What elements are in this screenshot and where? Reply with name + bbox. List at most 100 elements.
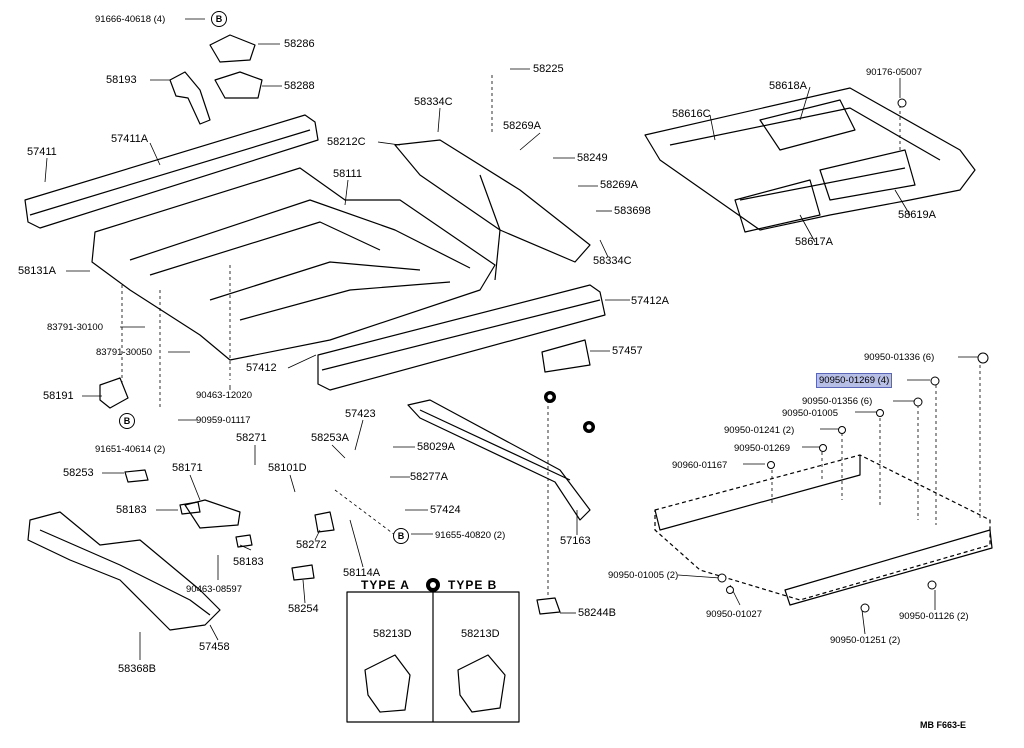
label-58271[interactable]: 58271 <box>236 432 267 444</box>
label-57411a[interactable]: 57411A <box>111 133 149 145</box>
label-58191[interactable]: 58191 <box>43 390 74 402</box>
label-90960-01167[interactable]: 90960-01167 <box>672 460 728 471</box>
label-91666-40618[interactable]: 91666-40618 (4) <box>95 14 166 25</box>
label-90950-01241[interactable]: 90950-01241 (2) <box>724 425 795 436</box>
part-58618a <box>759 99 856 151</box>
fastener-90950-01269 <box>930 376 940 386</box>
label-58244b[interactable]: 58244B <box>578 607 616 619</box>
label-83791-30050[interactable]: 83791-30050 <box>96 347 152 358</box>
label-58334c-top[interactable]: 58334C <box>414 96 453 108</box>
label-58183-b[interactable]: 58183 <box>233 556 264 568</box>
panel-lower-right <box>654 454 991 601</box>
label-58617a[interactable]: 58617A <box>795 236 833 248</box>
fastener-90950-01336 <box>977 352 989 364</box>
label-58269a-1[interactable]: 58269A <box>503 120 541 132</box>
label-58183-a[interactable]: 58183 <box>116 504 147 516</box>
label-58213d-a[interactable]: 58213D <box>373 628 412 640</box>
label-57412a[interactable]: 57412A <box>631 295 669 307</box>
label-57457[interactable]: 57457 <box>612 345 643 357</box>
label-90463-08597[interactable]: 90463-08597 <box>186 584 242 595</box>
label-57163[interactable]: 57163 <box>560 535 591 547</box>
label-91655-40820[interactable]: 91655-40820 (2) <box>435 530 506 541</box>
label-58171[interactable]: 58171 <box>172 462 203 474</box>
label-58619a[interactable]: 58619A <box>898 209 936 221</box>
fastener-90960-01167 <box>767 461 775 469</box>
rail-57412a <box>317 284 606 391</box>
part-57457 <box>541 339 591 373</box>
label-57411[interactable]: 57411 <box>27 146 57 158</box>
rail-57411a <box>24 114 319 229</box>
fastener-90950-01251 <box>860 603 870 613</box>
label-58029a[interactable]: 58029A <box>417 441 455 453</box>
label-58618a[interactable]: 58618A <box>769 80 807 92</box>
fastener-90950-01005 <box>876 409 884 417</box>
floor-58616c <box>644 87 976 231</box>
part-58619a <box>819 149 916 201</box>
label-58212c[interactable]: 58212C <box>327 136 366 148</box>
label-58369b[interactable]: 583698 <box>614 205 651 217</box>
label-57458[interactable]: 57458 <box>199 641 230 653</box>
fastener-90950-01027 <box>726 586 734 594</box>
label-58213d-b[interactable]: 58213D <box>461 628 500 640</box>
label-58286[interactable]: 58286 <box>284 38 315 50</box>
fastener-90950-01269-b <box>819 444 827 452</box>
part-58191 <box>99 377 129 409</box>
member-57163 <box>407 399 591 521</box>
part-58617a <box>734 179 821 233</box>
label-90950-01336[interactable]: 90950-01336 (6) <box>864 352 935 363</box>
label-58225[interactable]: 58225 <box>533 63 564 75</box>
part-58288 <box>214 71 263 99</box>
label-58254[interactable]: 58254 <box>288 603 319 615</box>
label-58288[interactable]: 58288 <box>284 80 315 92</box>
circle-b-symbol: B <box>393 528 409 544</box>
label-58114a[interactable]: 58114A <box>343 567 381 579</box>
label-83791-30100[interactable]: 83791-30100 <box>47 322 103 333</box>
label-58253a[interactable]: 58253A <box>311 432 349 444</box>
label-90950-01005-a[interactable]: 90950-01005 <box>782 408 838 419</box>
label-57424[interactable]: 57424 <box>430 504 461 516</box>
label-58277a[interactable]: 58277A <box>410 471 448 483</box>
fastener-90950-01241 <box>838 426 846 434</box>
label-90950-01005-b[interactable]: 90950-01005 (2) <box>608 570 679 581</box>
label-90959-01117[interactable]: 90959-01117 <box>196 415 251 426</box>
part-58254 <box>291 564 315 581</box>
circle-b-symbol: B <box>119 413 135 429</box>
label-57412[interactable]: 57412 <box>246 362 277 374</box>
type-a-heading: TYPE A <box>361 578 410 592</box>
label-58101d[interactable]: 58101D <box>268 462 307 474</box>
circle-b-symbol: B <box>211 11 227 27</box>
bracket-58212c <box>394 139 591 263</box>
label-90950-01269-4-highlighted[interactable]: 90950-01269 (4) <box>816 373 893 388</box>
label-58131a[interactable]: 58131A <box>18 265 56 277</box>
label-58616c[interactable]: 58616C <box>672 108 711 120</box>
label-58272[interactable]: 58272 <box>296 539 327 551</box>
part-58213d-b <box>457 654 506 713</box>
label-58111[interactable]: 58111 <box>333 168 362 180</box>
label-90950-01126[interactable]: 90950-01126 (2) <box>899 611 969 622</box>
label-58249[interactable]: 58249 <box>577 152 608 164</box>
label-58334c-bottom[interactable]: 58334C <box>593 255 632 267</box>
part-58244b <box>536 597 561 615</box>
part-58193 <box>169 71 211 125</box>
type-b-heading: TYPE B <box>448 578 498 592</box>
fastener-90176 <box>897 98 907 108</box>
label-90950-01356[interactable]: 90950-01356 (6) <box>802 396 873 407</box>
label-90463-12020[interactable]: 90463-12020 <box>196 390 252 401</box>
label-91651-40614[interactable]: 91651-40614 (2) <box>95 444 166 455</box>
label-58368b[interactable]: 58368B <box>118 663 156 675</box>
part-58171 <box>184 499 241 529</box>
part-58253 <box>124 469 149 483</box>
label-90950-01269[interactable]: 90950-01269 <box>734 443 790 454</box>
label-90950-01027[interactable]: 90950-01027 <box>706 609 762 620</box>
label-57423[interactable]: 57423 <box>345 408 376 420</box>
label-58269a-2[interactable]: 58269A <box>600 179 638 191</box>
floor-pan-58111 <box>91 167 496 361</box>
diagram-code: MB F663-E <box>920 720 967 730</box>
label-90950-01251[interactable]: 90950-01251 (2) <box>830 635 901 646</box>
fastener-90950-01126 <box>927 580 937 590</box>
label-58253[interactable]: 58253 <box>63 467 94 479</box>
label-58193[interactable]: 58193 <box>106 74 137 86</box>
label-90176-05007[interactable]: 90176-05007 <box>866 67 922 78</box>
fastener-90950-01356 <box>913 397 923 407</box>
part-58213d-a <box>364 654 411 713</box>
